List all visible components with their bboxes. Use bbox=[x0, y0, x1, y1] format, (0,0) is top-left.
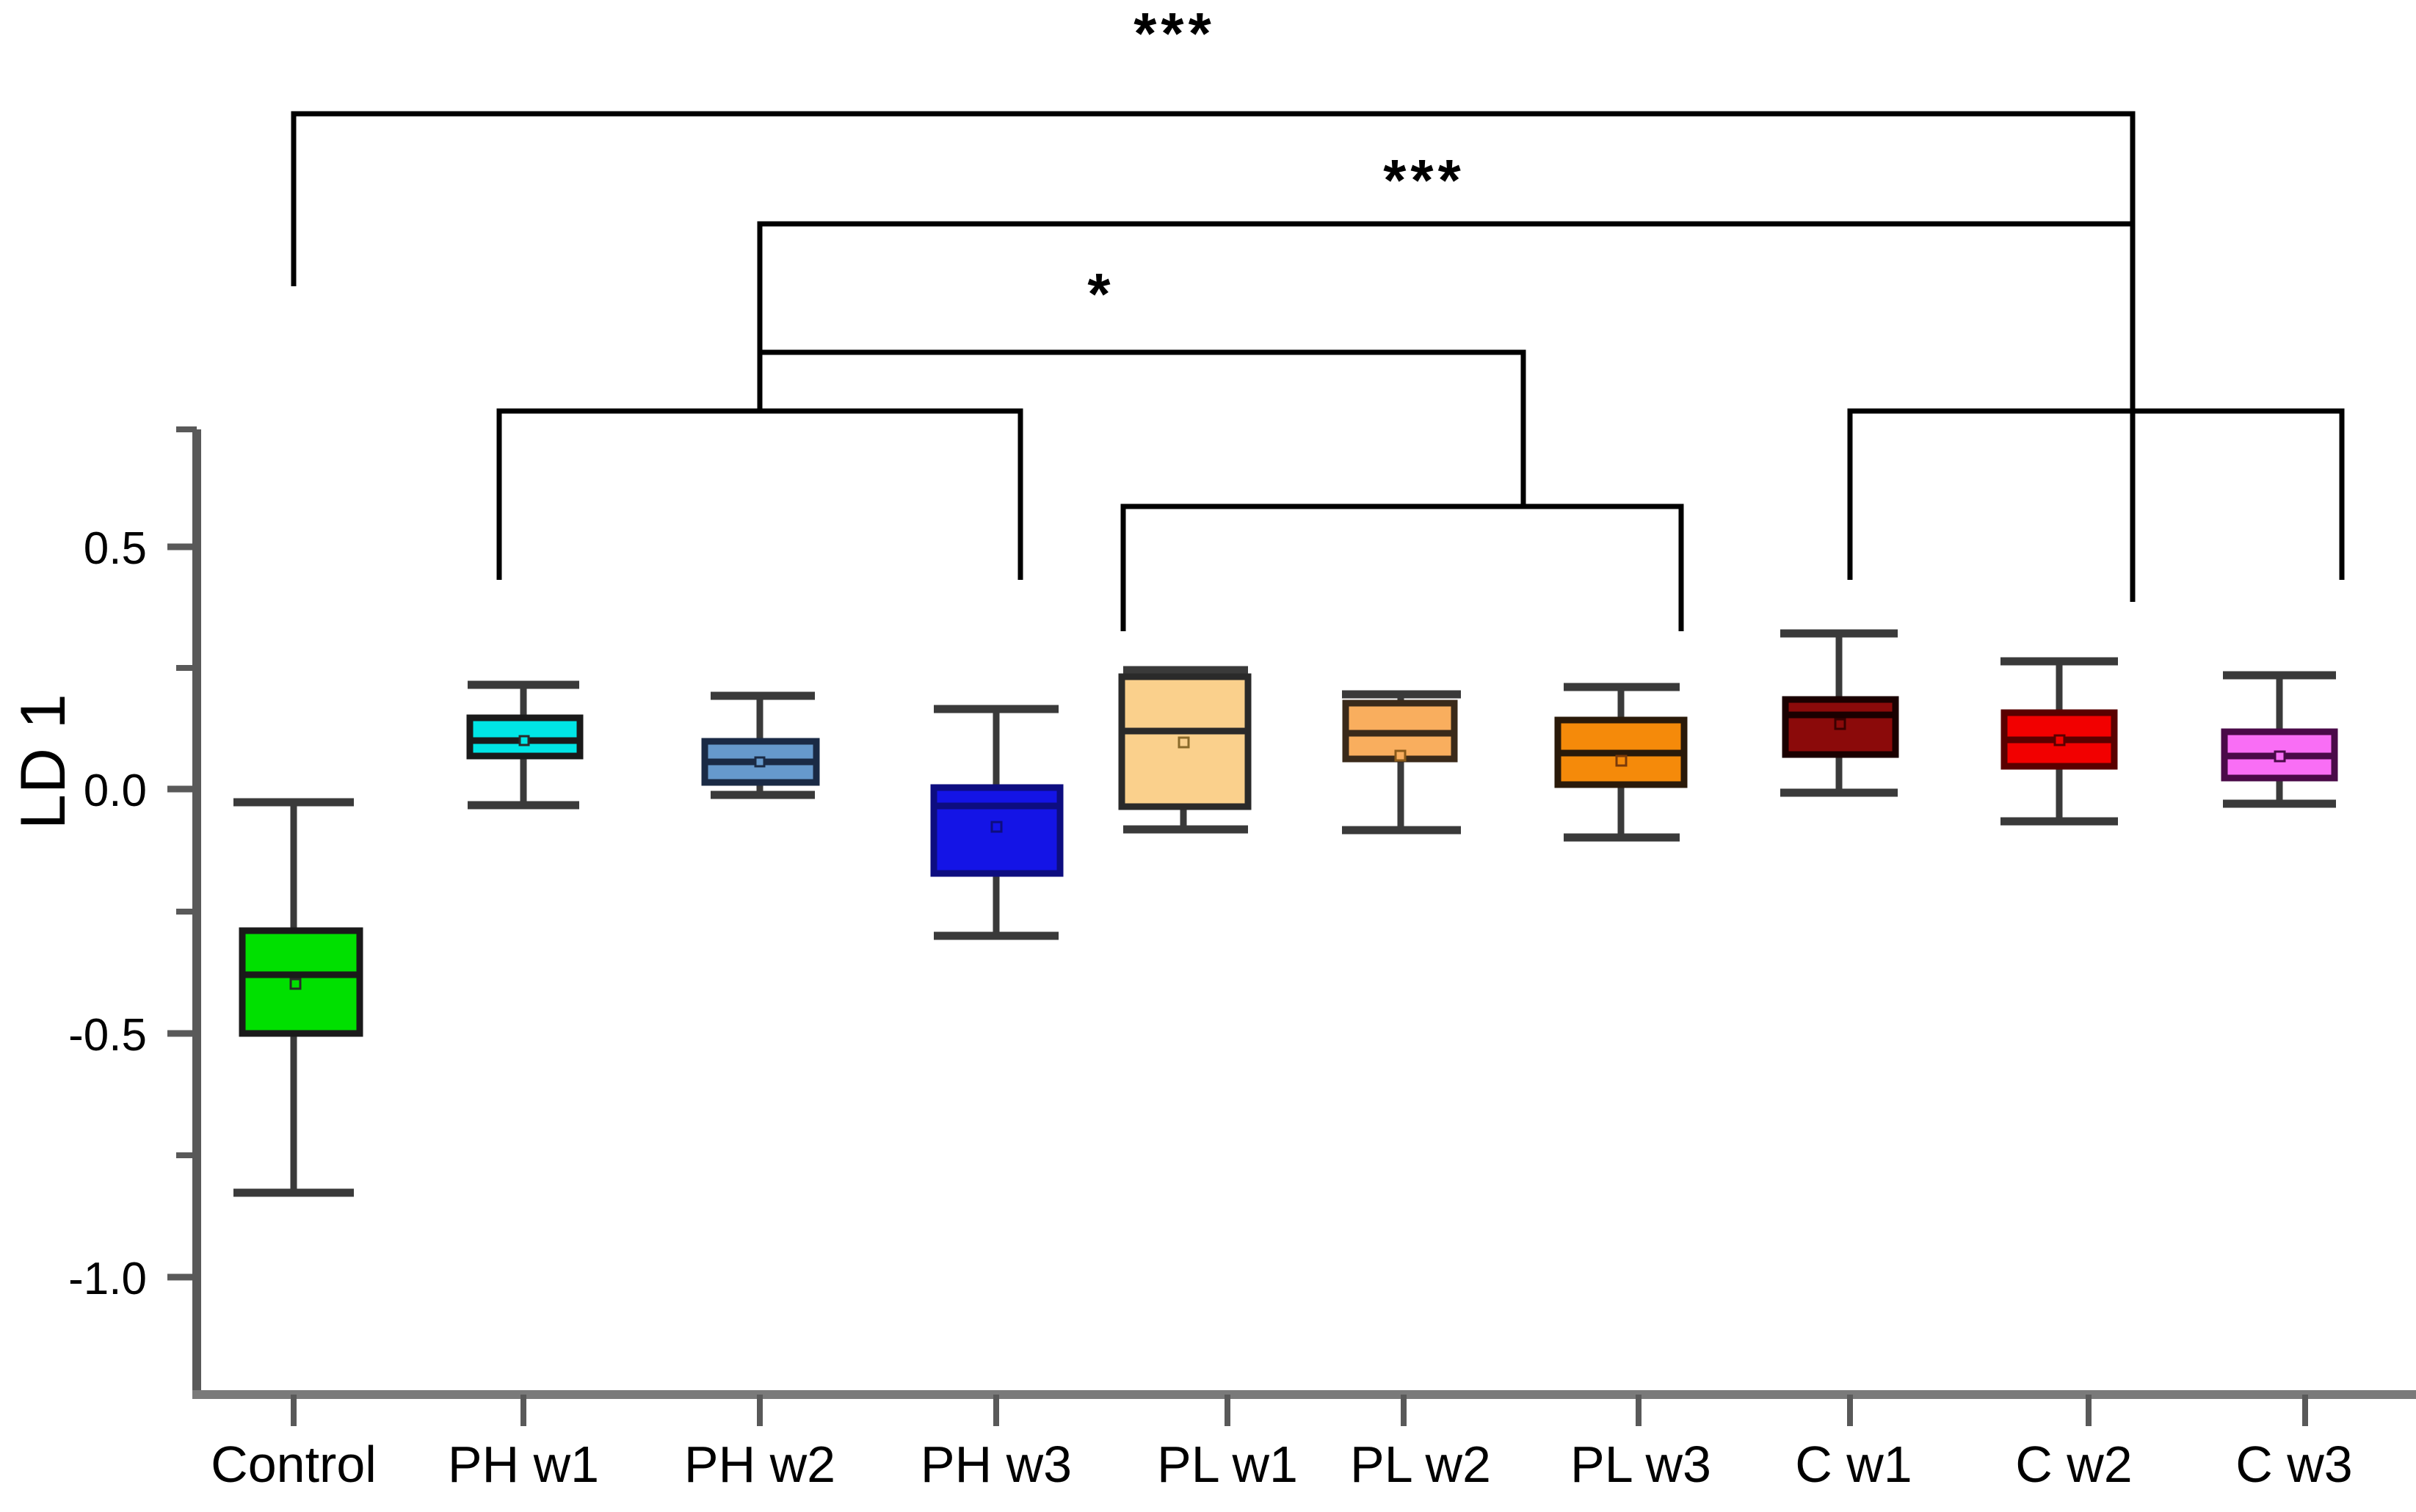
axes bbox=[167, 426, 2416, 1426]
sig-bracket-ph-vs-pl bbox=[757, 349, 1526, 506]
x-tick-label-pl-w1: PL w1 bbox=[1157, 1436, 1298, 1493]
box-c-w1[interactable] bbox=[1780, 629, 1899, 797]
group-bracket-ph bbox=[496, 408, 1023, 580]
x-tick-label-ph-w2: PH w2 bbox=[683, 1436, 836, 1493]
y-tick-label-0: 0.5 bbox=[83, 523, 147, 574]
mean-marker bbox=[1834, 718, 1846, 730]
box-pl-w2[interactable] bbox=[1342, 690, 1461, 835]
mean-marker bbox=[1615, 755, 1628, 767]
mean-marker bbox=[289, 978, 302, 990]
significance-brackets bbox=[291, 111, 2345, 631]
x-tick-label-pl-w3: PL w3 bbox=[1570, 1436, 1711, 1493]
x-tick-label-c-w1: C w1 bbox=[1795, 1436, 1912, 1493]
box-pl-w1[interactable] bbox=[1118, 666, 1252, 834]
x-tick-label-ph-w1: PH w1 bbox=[447, 1436, 600, 1493]
x-tick-label-control: Control bbox=[211, 1436, 377, 1493]
y-tick-label-3: -1.0 bbox=[68, 1254, 147, 1304]
sig-label-top: *** bbox=[1133, 1, 1216, 66]
mean-marker bbox=[990, 821, 1003, 833]
box-c-w2[interactable] bbox=[2000, 657, 2118, 826]
sig-label-middle: *** bbox=[1383, 148, 1465, 213]
mean-marker bbox=[518, 735, 530, 746]
box-ph-w1[interactable] bbox=[466, 680, 584, 810]
box-pl-w3[interactable] bbox=[1554, 683, 1688, 842]
mean-marker bbox=[1394, 749, 1407, 762]
mean-marker bbox=[1178, 736, 1190, 749]
group-bracket-c bbox=[1847, 408, 2345, 580]
mean-marker bbox=[2274, 750, 2286, 763]
mean-marker bbox=[2053, 734, 2066, 746]
box-ph-w2[interactable] bbox=[701, 691, 820, 799]
box-c-w3[interactable] bbox=[2221, 671, 2338, 808]
box-rect bbox=[1782, 696, 1899, 758]
box-control[interactable] bbox=[233, 798, 363, 1197]
box-rect bbox=[930, 784, 1064, 877]
group-bracket-pl bbox=[1120, 504, 1684, 631]
mean-marker bbox=[754, 756, 766, 768]
sig-label-inner: * bbox=[1087, 261, 1115, 327]
x-tick-label-c-w3: C w3 bbox=[2235, 1436, 2353, 1493]
x-tick-label-ph-w3: PH w3 bbox=[920, 1436, 1073, 1493]
y-tick-label-1: 0.0 bbox=[83, 766, 147, 816]
x-tick-label-c-w2: C w2 bbox=[2015, 1436, 2133, 1493]
x-tick-label-pl-w2: PL w2 bbox=[1350, 1436, 1491, 1493]
box-ph-w3[interactable] bbox=[930, 705, 1064, 940]
y-tick-label-2: -0.5 bbox=[68, 1010, 147, 1061]
